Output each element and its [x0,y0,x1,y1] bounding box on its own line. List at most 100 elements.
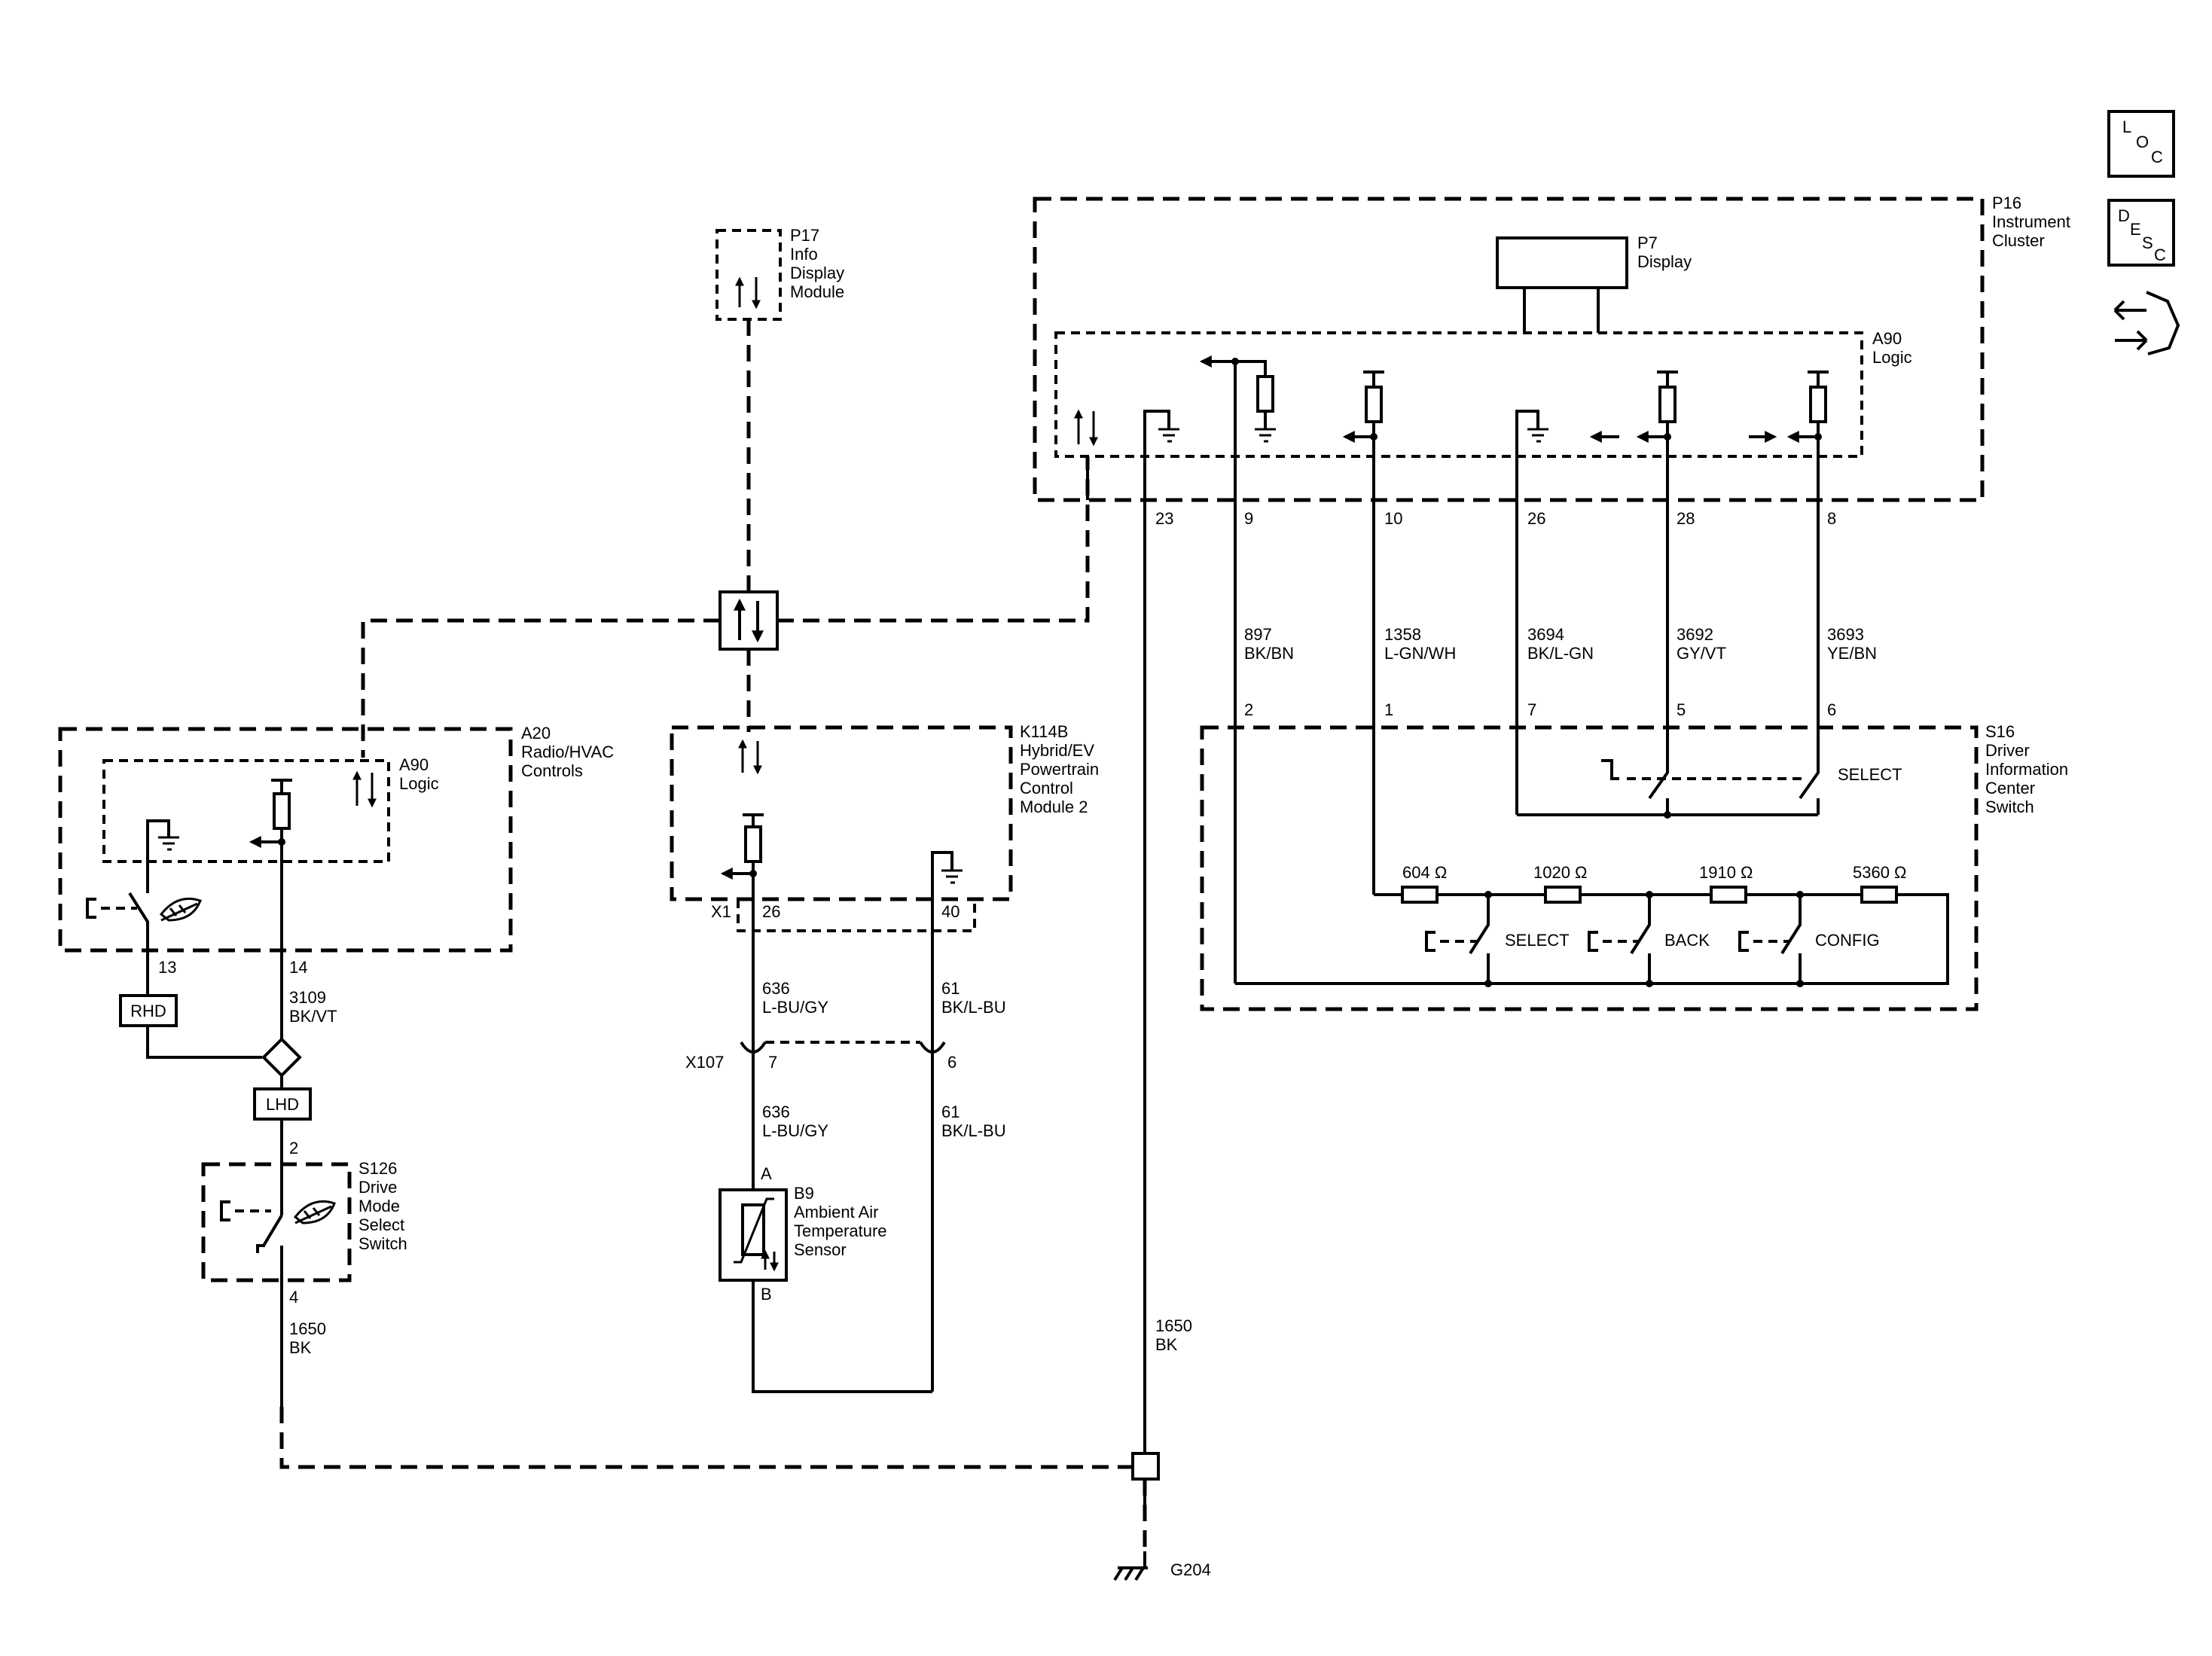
ground-g204-icon [1113,1551,1148,1581]
serial-data-line-left [361,618,720,758]
svg-text:L-BU/GY: L-BU/GY [762,998,828,1017]
svg-text:X1: X1 [711,902,731,921]
eco-leaf-icon [293,1200,336,1224]
svg-text:Module 2: Module 2 [1020,798,1088,816]
s126-pin-4: 4 [289,1288,298,1307]
serial-data-splice [719,590,779,651]
svg-text:7: 7 [768,1053,777,1072]
desc-letter: S [2142,233,2153,252]
connector-x1: X1 26 40 [711,899,976,932]
loc-button[interactable]: L O C [2107,110,2175,178]
wire-1650-left-color: BK [289,1338,312,1357]
svg-text:Sensor: Sensor [794,1240,847,1259]
svg-text:L-BU/GY: L-BU/GY [762,1121,828,1140]
s16-pin-7: 7 [1527,700,1536,719]
lhd-option: LHD [253,1075,312,1215]
svg-text:BK/L-BU: BK/L-BU [941,1121,1006,1140]
a90-cluster-logic: A90 Logic [1054,329,1912,458]
desc-letter: D [2118,206,2130,225]
svg-text:P16: P16 [1992,194,2021,212]
eco-leaf-icon [159,897,202,922]
svg-text:604 Ω: 604 Ω [1402,863,1447,882]
svg-text:40: 40 [941,902,960,921]
cluster-circuit-8 [1749,371,1829,761]
loc-letter: O [2136,133,2149,151]
svg-text:Logic: Logic [1872,348,1912,367]
svg-text:Ambient Air: Ambient Air [794,1203,879,1221]
svg-text:A20: A20 [521,724,551,743]
desc-button[interactable]: D E S C [2107,199,2175,267]
svg-text:A: A [761,1164,772,1183]
svg-text:6: 6 [947,1053,956,1072]
svg-text:BK/L-GN: BK/L-GN [1527,644,1594,663]
svg-text:S126: S126 [358,1159,397,1178]
p7-display: P7 Display [1496,233,1692,333]
svg-text:P17: P17 [790,226,819,245]
s126-pin-2: 2 [289,1139,298,1157]
svg-text:Switch: Switch [1985,798,2034,816]
pin-8: 8 [1827,509,1836,528]
wire-1650-right-color: BK [1155,1335,1178,1354]
cluster-ground-23 [1143,410,1179,1515]
s16-pin-6: 6 [1827,700,1836,719]
s16-pin-2: 2 [1244,700,1253,719]
a20-pin-13: 13 [158,958,176,977]
wire-1650-left-num: 1650 [289,1319,326,1338]
ground-line-left [279,1407,1133,1469]
svg-text:L-GN/WH: L-GN/WH [1384,644,1456,663]
svg-text:Select: Select [358,1215,404,1234]
pin-9: 9 [1244,509,1253,528]
svg-text:5360 Ω: 5360 Ω [1853,863,1907,882]
svg-text:Powertrain: Powertrain [1020,760,1099,779]
rhd-option: RHD [119,994,262,1059]
pin-28: 28 [1677,509,1695,528]
pin-23: 23 [1155,509,1173,528]
desc-letter: C [2154,246,2166,264]
cluster-circuit-28 [1589,371,1678,761]
s16-pin-5: 5 [1677,700,1686,719]
svg-text:26: 26 [762,902,780,921]
a20-radio-hvac-controls: A20 Radio/HVAC Controls [58,724,614,953]
k114b-hybrid-ev-powertrain-control-module-2: K114B Hybrid/EV Powertrain Control Modul… [670,722,1099,901]
ground-label: G204 [1170,1560,1211,1579]
svg-text:RHD: RHD [130,1002,166,1020]
b9-return-wire [752,1280,932,1393]
svg-text:Control: Control [1020,779,1073,798]
svg-text:P7: P7 [1637,233,1658,252]
svg-text:Center: Center [1985,779,2035,798]
svg-text:Information: Information [1985,760,2068,779]
connector-tool-icon[interactable] [2113,291,2180,355]
a20-circuit-14 [249,779,292,1048]
wire-1650-right-num: 1650 [1155,1316,1192,1335]
svg-text:Info: Info [790,245,818,264]
ground-splice [1131,1452,1160,1481]
svg-text:61: 61 [941,979,960,998]
svg-text:3694: 3694 [1527,625,1564,644]
s16-config-switch: CONFIG [1738,895,1880,984]
svg-text:3693: 3693 [1827,625,1864,644]
svg-text:Mode: Mode [358,1197,400,1215]
svg-text:61: 61 [941,1102,960,1121]
svg-text:K114B: K114B [1020,722,1068,741]
svg-text:1020 Ω: 1020 Ω [1533,863,1588,882]
svg-text:LHD: LHD [266,1095,299,1114]
k114b-circuit-40 [931,851,963,1392]
svg-text:Controls: Controls [521,761,583,780]
s16-back-switch: BACK [1588,895,1710,984]
s16-pin-1: 1 [1384,700,1393,719]
wire-3109-color: BK/VT [289,1007,337,1026]
svg-text:3692: 3692 [1677,625,1713,644]
svg-text:Hybrid/EV: Hybrid/EV [1020,741,1094,760]
svg-text:A90: A90 [399,755,429,774]
loc-letter: C [2151,148,2163,166]
svg-text:897: 897 [1244,625,1272,644]
a20-data-arrows-icon [352,770,377,808]
cluster-wire-labels: 897 BK/BN 1358 L-GN/WH 3694 BK/L-GN 3692… [1244,625,1877,663]
svg-text:BK/BN: BK/BN [1244,644,1294,663]
svg-text:Logic: Logic [399,774,439,793]
svg-text:BACK: BACK [1664,931,1710,950]
svg-text:Module: Module [790,282,844,301]
cluster-circuit-10 [1342,371,1384,895]
svg-text:1910 Ω: 1910 Ω [1699,863,1753,882]
svg-text:B: B [761,1285,772,1304]
